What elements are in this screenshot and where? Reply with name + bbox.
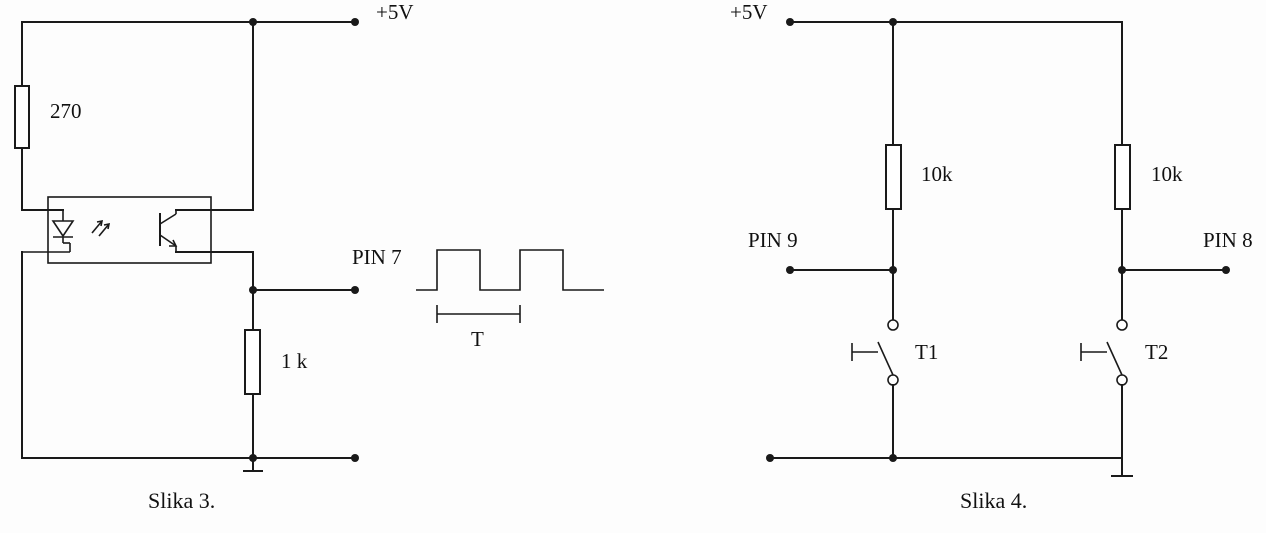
figure-4-circuit: +5V 10k 10k PIN 9 PIN 8 T1 T2 Slika 4. [730, 0, 1253, 513]
fig3-resistor-1k-label: 1 k [281, 349, 308, 373]
fig3-pin7-label: PIN 7 [352, 245, 402, 269]
fig4-caption: Slika 4. [960, 488, 1027, 513]
fig4-ground-junction [889, 454, 897, 462]
fig4-pin8-label: PIN 8 [1203, 228, 1253, 252]
fig4-pin9-terminal [786, 266, 794, 274]
fig3-pulse-waveform [416, 249, 604, 291]
fig3-led-icon [22, 210, 111, 253]
fig3-supply-label: +5V [376, 0, 414, 24]
fig3-pin7-terminal [351, 286, 359, 294]
fig4-pin8-terminal [1222, 266, 1230, 274]
fig4-switch-t1-icon [851, 319, 899, 386]
fig4-ground-terminal [766, 454, 774, 462]
fig4-switch-t2-label: T2 [1145, 340, 1168, 364]
fig3-supply-terminal [351, 18, 359, 26]
fig3-caption: Slika 3. [148, 488, 215, 513]
fig4-supply-terminal [786, 18, 794, 26]
fig4-resistor-left-label: 10k [921, 162, 953, 186]
fig3-resistor-1k [244, 329, 261, 395]
fig4-supply-label: +5V [730, 0, 768, 24]
fig4-pin9-label: PIN 9 [748, 228, 798, 252]
fig3-resistor-270-label: 270 [50, 99, 82, 123]
fig4-resistor-right-label: 10k [1151, 162, 1183, 186]
figure-3-circuit: +5V 270 1 k PIN 7 T Slika 3. [14, 0, 604, 513]
fig3-ground-terminal [351, 454, 359, 462]
fig4-resistor-right-10k [1114, 144, 1131, 210]
fig4-switch-t2-icon [1080, 319, 1128, 386]
fig3-optocoupler-box [47, 196, 212, 264]
fig3-period-label: T [471, 327, 484, 351]
fig3-resistor-270 [14, 85, 30, 149]
fig4-switch-t1-label: T1 [915, 340, 938, 364]
fig3-phototransistor-icon [159, 210, 178, 252]
fig4-resistor-left-10k [885, 144, 902, 210]
